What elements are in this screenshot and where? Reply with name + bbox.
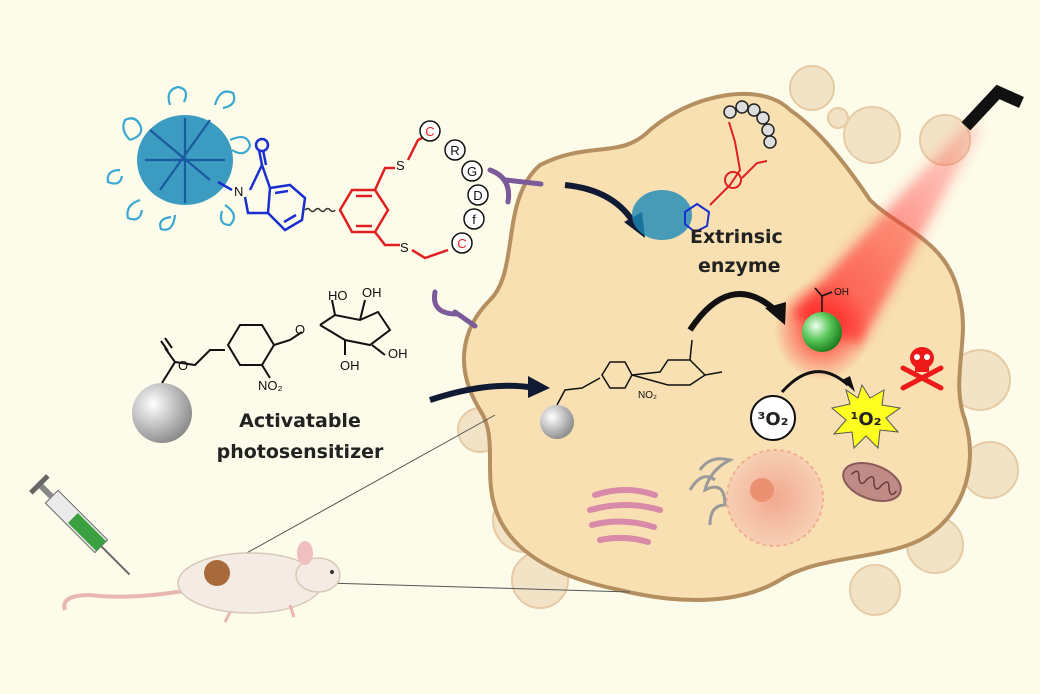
- svg-text:D: D: [473, 188, 482, 203]
- activatable-photosensitizer-structure: [160, 299, 392, 384]
- oxygen-conversion-arrow: [780, 370, 850, 393]
- carboxyl-group: [814, 287, 833, 312]
- peptide-residue: C: [451, 232, 473, 254]
- syringe-icon: [29, 474, 131, 576]
- extrinsic-enzyme-label-line2: enzyme: [698, 255, 781, 277]
- hydroxyl-oh-2: OH: [388, 346, 408, 361]
- hydroxyl-oh-3: OH: [340, 358, 360, 373]
- svg-text:R: R: [450, 143, 459, 158]
- golgi-apparatus: [587, 487, 663, 545]
- nitro-group-small: NO₂: [638, 390, 657, 401]
- tumor-site: [204, 560, 230, 586]
- peptide-residue: D: [467, 184, 489, 206]
- nucleolus: [750, 478, 774, 502]
- hydroxyl-oh-1: OH: [362, 285, 382, 300]
- extrinsic-enzyme-label-line1: Extrinsic: [690, 226, 783, 248]
- svg-text:f: f: [472, 212, 476, 227]
- nitro-group: NO₂: [258, 378, 283, 393]
- lactam-linker: N: [217, 137, 307, 232]
- singlet-oxygen-burst: [830, 383, 902, 450]
- activation-arrow: [687, 291, 777, 332]
- photosensitizer-core-sphere: [132, 383, 192, 443]
- skull-crossbones-icon: [900, 347, 944, 391]
- sulfur-atom-top: S: [396, 158, 405, 173]
- carboxyl-oh: OH: [834, 287, 849, 298]
- receptor-icon: [431, 289, 478, 329]
- triplet-oxygen-label: ³O₂: [757, 409, 788, 430]
- peptide-residue: G: [461, 160, 483, 182]
- sulfur-atom-bottom: S: [400, 240, 409, 255]
- enzyme-protein-structure: [106, 85, 252, 231]
- ester-oxygen: O: [178, 358, 188, 373]
- ether-oxygen: O: [295, 322, 305, 337]
- svg-text:G: G: [467, 164, 477, 179]
- light-source-icon: [961, 84, 1024, 131]
- cell-membrane: [462, 91, 972, 602]
- peptide-residue: R: [444, 139, 466, 161]
- bis-thioether-linker: [338, 133, 449, 260]
- nitrogen-atom: N: [234, 184, 243, 199]
- internalized-photosensitizer: [540, 339, 723, 439]
- endoplasmic-reticulum: [688, 457, 735, 526]
- photosensitizer-label-line2: photosensitizer: [217, 441, 384, 463]
- uptake-arrow-bottom: [429, 382, 536, 403]
- peptide-residue: C: [419, 120, 441, 142]
- mouse-illustration: [62, 541, 341, 623]
- nucleus: [726, 449, 824, 547]
- hydroxyl-ho: HO: [328, 288, 348, 303]
- singlet-oxygen-label: ¹O₂: [850, 409, 881, 430]
- mitochondrion: [842, 462, 902, 502]
- peptide-residue: f: [463, 208, 485, 230]
- svg-text:C: C: [425, 124, 434, 139]
- triplet-oxygen-circle: [750, 395, 796, 441]
- zoom-line-top: [224, 414, 496, 566]
- activated-photosensitizer-sphere: [802, 312, 842, 352]
- wavy-bond: [304, 207, 336, 213]
- integrin-receptor-icon: [487, 167, 544, 205]
- svg-text:C: C: [457, 236, 466, 251]
- internalized-conjugate: [632, 100, 777, 240]
- photosensitizer-label-line1: Activatable: [239, 410, 361, 432]
- crgdfc-peptide: C R G D f C: [419, 120, 489, 254]
